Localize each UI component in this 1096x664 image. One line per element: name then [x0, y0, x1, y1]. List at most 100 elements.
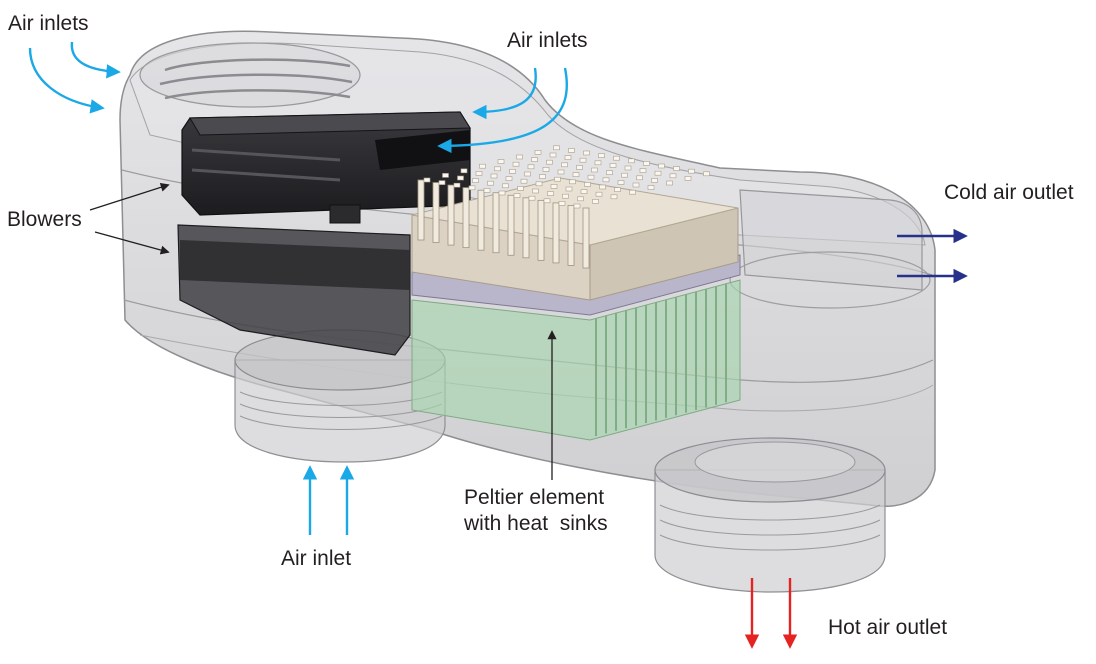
heatsink-fin-top: [460, 168, 468, 174]
heatsink-fin-top: [654, 170, 662, 176]
blowers-leader-lower: [94, 231, 170, 255]
heatsink-fin-top: [572, 172, 580, 177]
heatsink-fin-top: [576, 165, 583, 170]
heatsink-fin-top: [621, 172, 628, 178]
heatsink-fin: [552, 202, 560, 264]
curved-arrow-icon: [472, 67, 537, 120]
heatsink-fin-top: [494, 166, 501, 172]
heatsink-fin-top: [669, 173, 677, 179]
heatsink-fin-top: [613, 155, 620, 161]
heatsink-fin: [462, 187, 470, 249]
heatsink-fin-top: [502, 183, 509, 189]
heatsink-fin-top: [609, 163, 617, 168]
heatsink-fin: [477, 189, 485, 251]
hot-air-outlet-arrows: [744, 578, 798, 649]
heatsink-fin-top: [594, 160, 602, 166]
heatsink-fin-top: [553, 145, 560, 151]
inlet-slot-2: [159, 73, 353, 86]
heatsink-fin-top: [624, 165, 632, 171]
heatsink-fin: [492, 192, 500, 254]
heatsink-fin-top: [543, 198, 551, 204]
heatsink-fin-top: [490, 173, 498, 179]
heatsink-fin: [507, 194, 515, 256]
heatsink-lower: [411, 279, 741, 441]
heatsink-fin-top: [595, 191, 603, 197]
heatsink-fin-top: [438, 180, 446, 185]
right-top-ring: [729, 251, 931, 309]
heatsink-fin-top: [457, 175, 464, 181]
heatsink-fin-top: [584, 182, 591, 187]
heatsink-fin-top: [639, 168, 647, 173]
heatsink-fin-top: [643, 161, 650, 166]
heatsink-fin-top: [602, 177, 610, 183]
heatsink-fin-top: [520, 178, 528, 184]
heatsink-fin-top: [535, 181, 543, 187]
heatsink-fin-top: [442, 173, 449, 178]
heatsink-fin-top: [569, 179, 576, 185]
heatsink-fin-top: [527, 164, 535, 170]
heatsink-fin-top: [513, 193, 521, 198]
label-peltier-line2: with heat sinks: [464, 512, 608, 536]
heatsink-fin-top: [528, 195, 536, 201]
heatsink-fin-top: [658, 163, 665, 169]
heatsink-fin-top: [636, 175, 643, 181]
heatsink-fin-top: [516, 154, 523, 160]
bottom-inlet-fitting: [234, 329, 446, 463]
label-hot-air-outlet: Hot air outlet: [828, 616, 948, 639]
heatsink-fin: [417, 179, 425, 241]
heatsink-fin-top: [632, 182, 640, 188]
heatsink-fin-top: [614, 187, 621, 192]
heatsink-fin-top: [554, 176, 561, 182]
heatsink-fin-top: [423, 177, 431, 183]
heatsink-fin-top: [610, 194, 618, 200]
heatsink-fin-top: [598, 153, 605, 158]
heatsink-fin-top: [497, 159, 505, 164]
heatsink-fin-top: [617, 180, 625, 185]
label-air-inlet-bottom: Air inlet: [281, 547, 352, 570]
heatsink-fin-top: [703, 171, 710, 177]
inlet-slot-3: [164, 89, 351, 100]
label-air-inlets-top: Air inlets: [507, 29, 588, 52]
heatsink-fin-top: [666, 180, 673, 186]
heatsink-fin-top: [531, 157, 538, 162]
curved-arrow-icon: [28, 47, 105, 114]
heatsink-fin-top: [547, 191, 554, 196]
hot-outlet-fitting: [654, 437, 886, 593]
air-inlet-arrows-top: [437, 67, 568, 154]
cold-air-outlet-arrows: [897, 228, 968, 284]
heatsink-fin-top: [583, 150, 590, 156]
blower-upper: [181, 111, 471, 224]
label-cold-air-outlet: Cold air outlet: [944, 181, 1074, 204]
heatsink-fin-top: [688, 168, 695, 174]
heatsink-fin-top: [628, 158, 635, 164]
heatsink-fin: [567, 205, 575, 266]
heatsink-fin-top: [647, 185, 655, 190]
heatsink-fin-top: [524, 171, 531, 177]
heatsink-fin-top: [561, 162, 568, 168]
heatsink-fin-top: [577, 196, 584, 202]
heatsink-fin-top: [591, 167, 598, 173]
heatsink-fin: [582, 207, 590, 269]
heatsink-fin-top: [579, 157, 587, 163]
heatsink-fin-top: [562, 193, 569, 199]
heatsink-fin-top: [539, 174, 546, 179]
heatsink-fin: [447, 184, 455, 246]
heatsink-fin-top: [599, 184, 606, 190]
heatsink-fin-top: [542, 167, 550, 172]
heatsink-fin-top: [468, 185, 476, 191]
air-inlet-arrows-bottom: [302, 465, 355, 535]
heatsink-fin-top: [568, 148, 575, 153]
leader-lines: [89, 182, 557, 480]
heatsink-fin-top: [557, 169, 565, 175]
heatsink-fin-top: [651, 178, 658, 183]
air-inlet-arrows-left: [28, 41, 121, 114]
heatsink-fin-top: [550, 184, 558, 189]
heatsink-fin-top: [532, 188, 539, 194]
curved-arrow-icon: [437, 67, 568, 154]
heatsink-fin: [537, 199, 545, 261]
heatsink-fin-top: [505, 176, 513, 181]
heatsink-fin: [432, 182, 440, 243]
label-peltier-line1: Peltier element: [464, 486, 605, 509]
heatsink-fin-top: [606, 170, 613, 175]
